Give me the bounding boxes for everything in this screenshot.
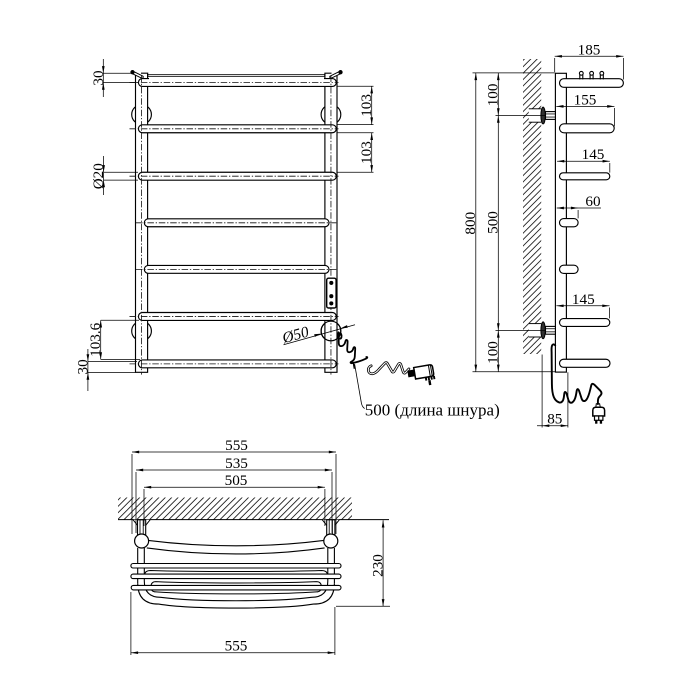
svg-text:535: 535	[225, 455, 248, 472]
svg-text:500: 500	[485, 211, 502, 234]
svg-text:85: 85	[547, 410, 562, 427]
svg-text:Ø20: Ø20	[90, 163, 107, 190]
svg-text:100: 100	[485, 83, 502, 106]
svg-text:103: 103	[358, 141, 375, 164]
svg-text:505: 505	[225, 472, 248, 489]
svg-text:103.6: 103.6	[87, 322, 104, 357]
svg-text:185: 185	[578, 41, 601, 58]
svg-text:145: 145	[582, 146, 605, 163]
svg-text:100: 100	[485, 341, 502, 364]
svg-text:230: 230	[370, 554, 387, 577]
svg-text:500 (длина шнура): 500 (длина шнура)	[365, 400, 500, 419]
svg-text:30: 30	[74, 359, 91, 375]
svg-text:Ø50: Ø50	[280, 323, 311, 347]
svg-text:800: 800	[462, 211, 479, 234]
svg-text:555: 555	[225, 437, 248, 454]
svg-text:30: 30	[90, 70, 107, 86]
svg-text:145: 145	[572, 291, 595, 308]
svg-text:60: 60	[585, 193, 601, 210]
svg-text:103: 103	[358, 94, 375, 117]
svg-text:155: 155	[574, 91, 597, 108]
svg-text:555: 555	[225, 638, 248, 655]
